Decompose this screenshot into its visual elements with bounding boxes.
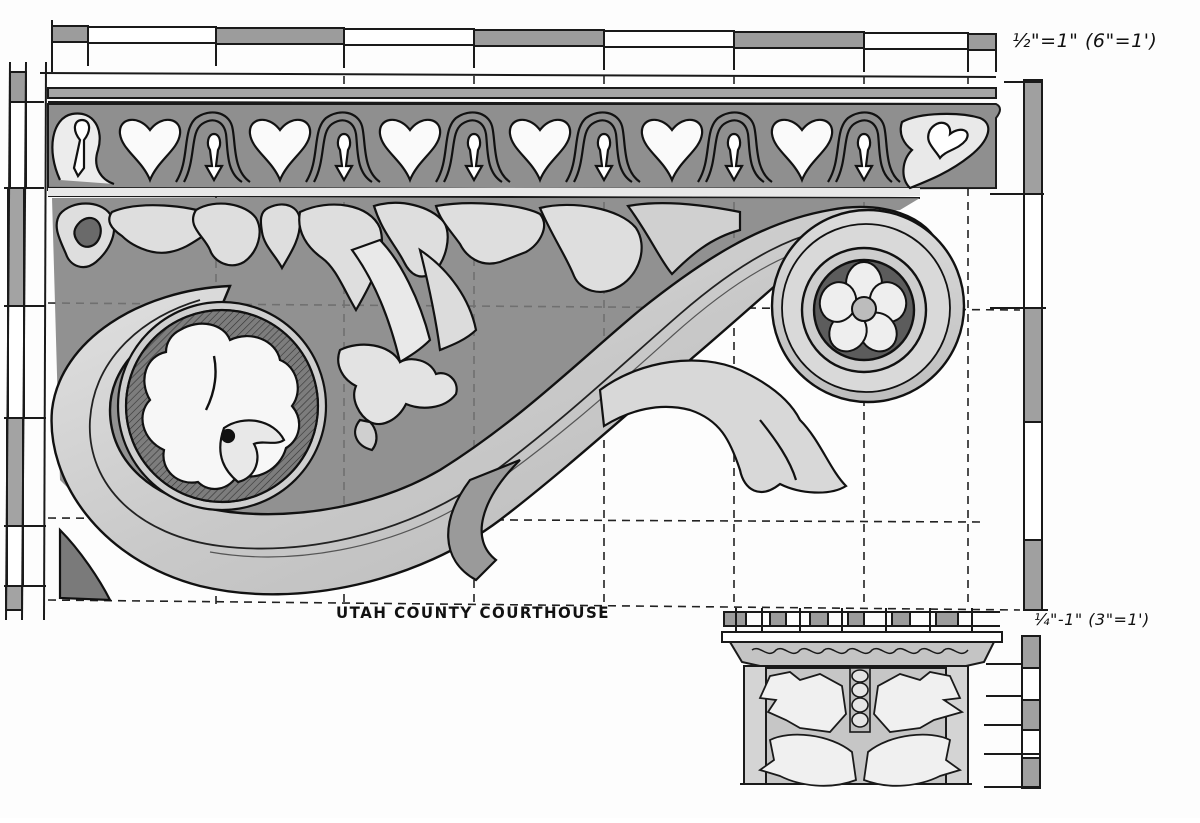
- bead-column: [849, 667, 871, 733]
- wave-tongue-ornaments: [175, 111, 901, 183]
- acanthus-upper-row: [55, 201, 742, 313]
- scale-bar-small-right: [984, 635, 1041, 789]
- mini-acanthus-leaves: [757, 671, 965, 787]
- five-petal-rosette: [818, 261, 908, 353]
- scale-label-large: ½"=1" (6"=1'): [1012, 30, 1158, 52]
- scale-bar-top: [39, 20, 997, 78]
- scale-bar-right: [990, 79, 1048, 611]
- scale-label-small: ¼"-1" (3"=1'): [1034, 610, 1150, 629]
- mini-anthemion: [751, 647, 969, 655]
- scale-bar-small-top: [723, 608, 1000, 632]
- drawing-title: UTAH COUNTY COURTHOUSE: [336, 603, 611, 623]
- upper-right-volute: [770, 208, 966, 404]
- grape-leaf-ornament: [141, 322, 301, 491]
- small-elevation: [721, 608, 1041, 789]
- lower-left-volute-eye: [116, 300, 328, 512]
- anthemion-unit: [51, 112, 115, 186]
- central-palmette: [337, 238, 478, 452]
- drill-hole: [220, 428, 236, 444]
- heart-ornaments: [118, 118, 834, 183]
- scale-bar-left: [4, 61, 47, 621]
- acanthus-lower-leaves: [58, 359, 848, 602]
- anthemion-frieze: [51, 111, 990, 190]
